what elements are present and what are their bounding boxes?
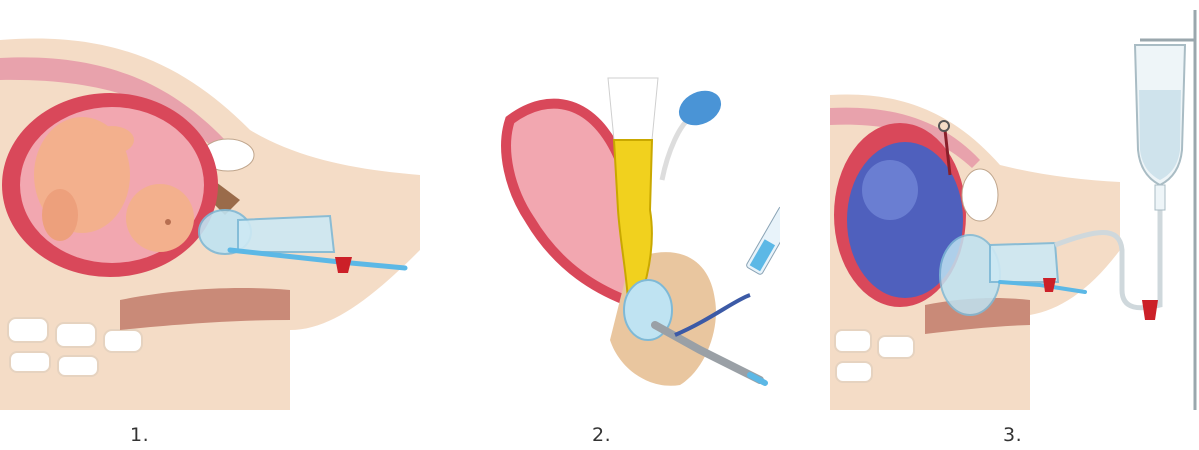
vaginal-balloon [990,243,1058,282]
fetus-uterus-diagram [0,0,420,410]
balloon-inflation-diagram [830,0,1199,410]
panel-1-fetus-illustration [0,0,420,410]
step-label-2: 2. [592,424,611,446]
fluid-balloon-highlight [862,160,918,220]
iv-clamp [1142,300,1158,320]
bulb-tube [662,118,690,180]
glove-cuff [608,78,658,140]
bladder [962,169,998,221]
catheter-tip [750,375,765,383]
iv-fluid [1139,90,1181,180]
step-label-1: 1. [130,424,149,446]
panel-3-balloon-inflation-illustration [830,0,1199,410]
drip-chamber [1155,185,1165,210]
vaginal-balloon [238,216,334,252]
panel-2-insertion-illustration [480,0,780,410]
step-label-3: 3. [1003,424,1022,446]
syringe [744,184,780,276]
catheter-insertion-diagram [480,0,780,410]
